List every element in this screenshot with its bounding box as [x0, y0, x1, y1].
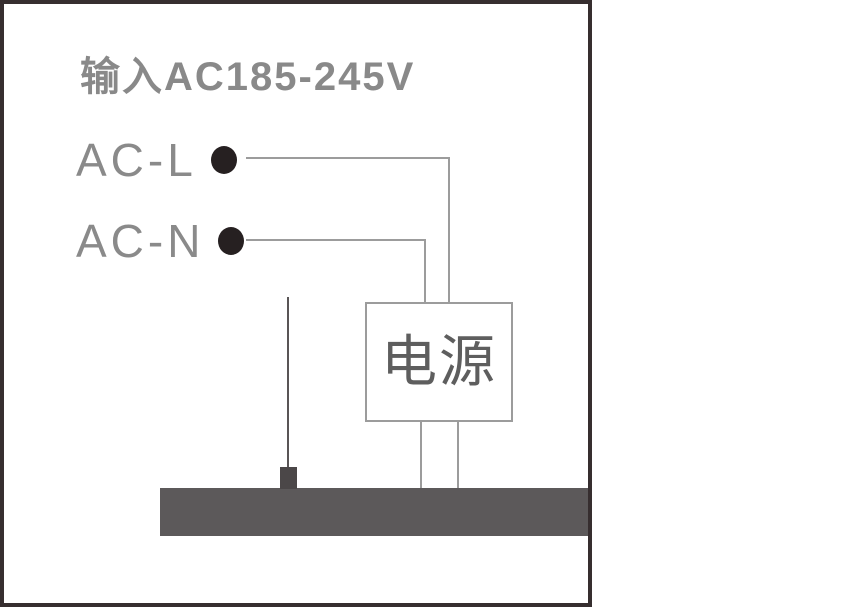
antenna-base — [280, 467, 297, 489]
wire-ac-l-vertical — [448, 157, 450, 304]
wire-ac-n-vertical — [424, 239, 426, 304]
terminal-dot-icon-ac-n — [218, 227, 245, 255]
terminal-row-ac-l: AC-L — [76, 134, 237, 186]
wire-power-output-left — [420, 421, 422, 489]
power-supply-label: 电源 — [381, 330, 497, 393]
power-supply-box: 电源 — [365, 302, 513, 422]
terminal-label-ac-l: AC-L — [76, 134, 197, 186]
terminal-label-ac-n: AC-N — [76, 215, 205, 267]
terminal-dot-icon-ac-l — [210, 146, 237, 174]
wire-ac-l-horizontal — [246, 157, 450, 159]
wire-power-output-right — [457, 421, 459, 489]
antenna-mast — [287, 297, 289, 469]
mounting-bar — [160, 488, 590, 536]
wire-ac-n-horizontal — [246, 239, 426, 241]
terminal-row-ac-n: AC-N — [76, 214, 245, 268]
diagram-title: 输入AC185-245V — [80, 55, 416, 99]
